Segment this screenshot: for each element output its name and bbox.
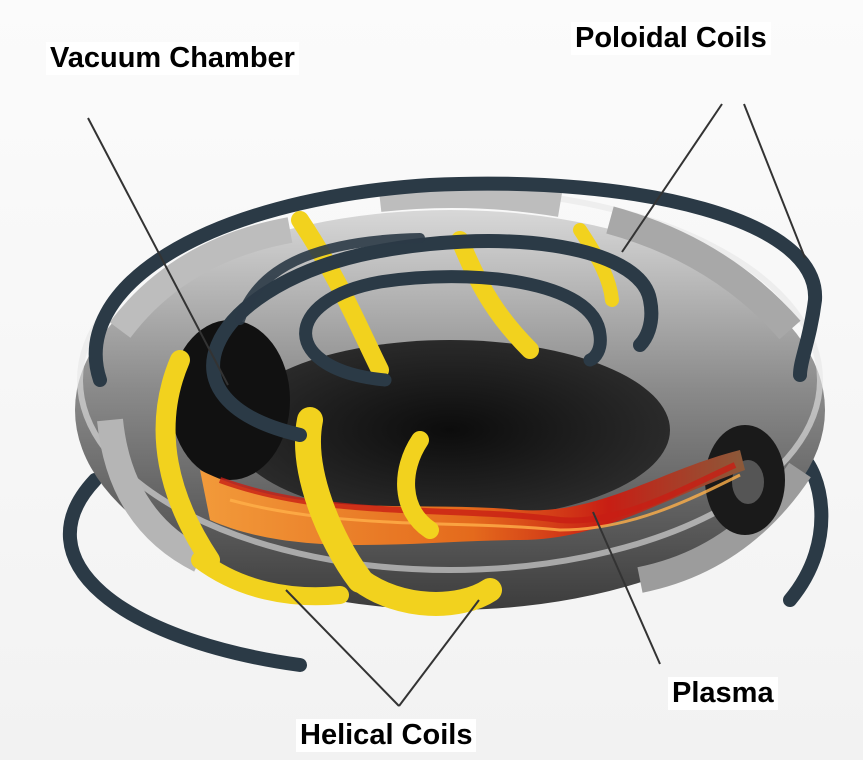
label-plasma: Plasma	[668, 677, 778, 710]
label-vacuum-chamber: Vacuum Chamber	[46, 42, 299, 75]
vacuum-chamber	[75, 190, 825, 610]
leader-helical-1	[286, 590, 399, 706]
label-helical-coils: Helical Coils	[296, 719, 476, 752]
label-poloidal-coils: Poloidal Coils	[571, 22, 771, 55]
